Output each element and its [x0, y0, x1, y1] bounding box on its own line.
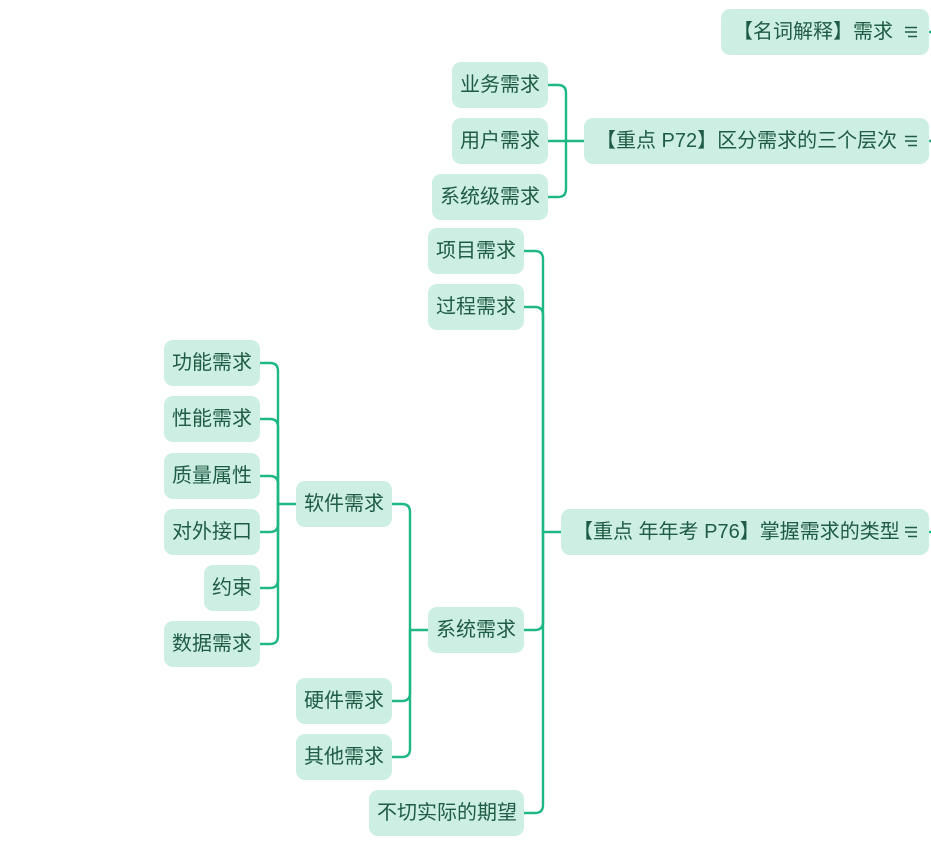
- edge-system-branch-0: [390, 502, 412, 632]
- node-other-requirements[interactable]: 其他需求: [296, 734, 392, 780]
- note-lines-icon[interactable]: [903, 24, 919, 40]
- node-performance-requirements[interactable]: 性能需求: [164, 396, 260, 442]
- node-label: 系统需求: [436, 619, 516, 641]
- node-process-requirements[interactable]: 过程需求: [428, 284, 524, 330]
- topic-label: 【重点 P72】区分需求的三个层次: [596, 130, 898, 152]
- edge-system-branch-2: [390, 628, 412, 759]
- edge-software-branch-2: [258, 474, 280, 506]
- node-external-interfaces[interactable]: 对外接口: [164, 509, 260, 555]
- node-unrealistic-expectations[interactable]: 不切实际的期望: [369, 790, 524, 836]
- node-label: 性能需求: [172, 408, 252, 430]
- node-label: 约束: [212, 577, 252, 599]
- edge-system-branch-1: [390, 628, 412, 703]
- edge-levels-branch-2: [546, 139, 568, 199]
- node-user-requirements[interactable]: 用户需求: [452, 118, 548, 164]
- node-functional-requirements[interactable]: 功能需求: [164, 340, 260, 386]
- node-label: 软件需求: [304, 493, 384, 515]
- edge-types-branch-2: [522, 530, 545, 632]
- node-label: 数据需求: [172, 633, 252, 655]
- edge-software-branch-4: [258, 502, 280, 590]
- node-label: 功能需求: [172, 352, 252, 374]
- node-label: 对外接口: [172, 521, 252, 543]
- node-label: 项目需求: [436, 240, 516, 262]
- topic-label: 【名词解释】需求: [733, 21, 893, 43]
- node-software-requirements[interactable]: 软件需求: [296, 481, 392, 527]
- note-lines-icon[interactable]: [903, 524, 919, 540]
- topic-noun-explanation[interactable]: 【名词解释】需求: [721, 9, 929, 55]
- edge-software-branch-1: [258, 417, 280, 506]
- node-label: 不切实际的期望: [377, 802, 517, 824]
- node-label: 业务需求: [460, 74, 540, 96]
- edge-levels-branch-0: [546, 83, 568, 143]
- node-constraints[interactable]: 约束: [204, 565, 260, 611]
- node-label: 用户需求: [460, 130, 540, 152]
- node-label: 其他需求: [304, 746, 384, 768]
- node-label: 硬件需求: [304, 690, 384, 712]
- edge-software-branch-0: [258, 361, 280, 506]
- node-quality-attributes[interactable]: 质量属性: [164, 453, 260, 499]
- edge-types-branch-3: [522, 530, 545, 815]
- node-business-requirements[interactable]: 业务需求: [452, 62, 548, 108]
- node-data-requirements[interactable]: 数据需求: [164, 621, 260, 667]
- note-lines-icon[interactable]: [903, 133, 919, 149]
- node-hardware-requirements[interactable]: 硬件需求: [296, 678, 392, 724]
- topic-label: 【重点 年年考 P76】掌握需求的类型: [573, 521, 900, 543]
- edge-software-branch-5: [258, 502, 280, 646]
- edge-types-branch-1: [522, 305, 545, 534]
- node-label: 系统级需求: [440, 186, 540, 208]
- node-project-requirements[interactable]: 项目需求: [428, 228, 524, 274]
- node-system-level-requirements[interactable]: 系统级需求: [432, 174, 548, 220]
- topic-requirement-types[interactable]: 【重点 年年考 P76】掌握需求的类型: [561, 509, 929, 555]
- node-system-requirements[interactable]: 系统需求: [428, 607, 524, 653]
- node-label: 质量属性: [172, 465, 252, 487]
- topic-three-levels[interactable]: 【重点 P72】区分需求的三个层次: [584, 118, 929, 164]
- node-label: 过程需求: [436, 296, 516, 318]
- edge-software-branch-3: [258, 502, 280, 534]
- edge-types-branch-0: [522, 249, 545, 534]
